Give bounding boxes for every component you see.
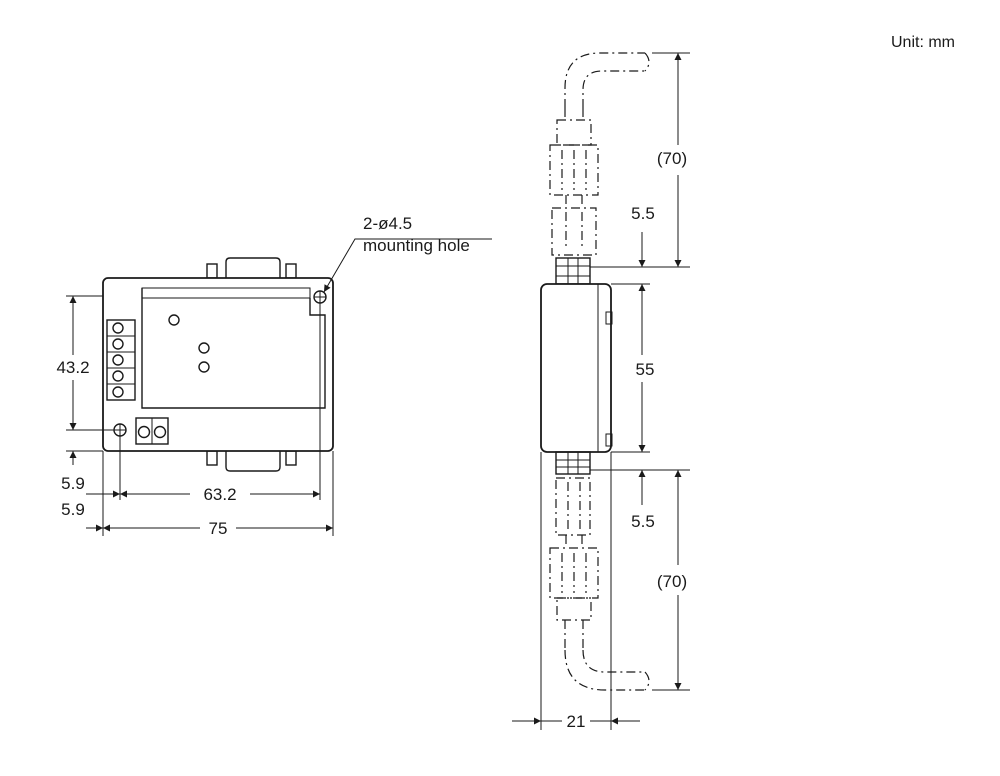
dim-cable-bottom-label: (70) [657, 572, 687, 591]
mounting-hole-icon [313, 290, 327, 304]
top-plug [555, 257, 591, 285]
dim-connector-top-label: 5.5 [631, 204, 655, 223]
front-view: 2-ø4.5 mounting hole 43.2 5.9 5.9 63.2 7… [56, 214, 492, 538]
side-body [540, 283, 612, 453]
led-indicator [168, 314, 180, 326]
top-cable [549, 52, 650, 256]
dim-offset-top-label: 5.9 [61, 474, 85, 493]
hole-label-line1: 2-ø4.5 [363, 214, 412, 233]
unit-label: Unit: mm [891, 34, 955, 51]
dim-body-height-label: 55 [636, 360, 655, 379]
led-indicator [198, 361, 210, 373]
terminal-block-left [106, 319, 136, 401]
led-indicator [198, 342, 210, 354]
mounting-hole-icon [113, 423, 127, 437]
terminal-block-bottom [135, 417, 169, 445]
side-view: (70) 5.5 55 5.5 (70) 21 [512, 52, 690, 731]
dim-width-label: 75 [209, 519, 228, 538]
bottom-connector [206, 450, 297, 472]
dim-offset-bottom-label: 5.9 [61, 500, 85, 519]
dim-hole-pitch-label: 63.2 [203, 485, 236, 504]
bottom-cable [549, 477, 650, 691]
dim-connector-bottom-label: 5.5 [631, 512, 655, 531]
front-body [102, 277, 334, 452]
dim-depth-label: 21 [567, 712, 586, 731]
top-connector [206, 257, 297, 279]
hole-label-line2: mounting hole [363, 236, 470, 255]
dim-cable-top-label: (70) [657, 149, 687, 168]
bottom-plug [555, 451, 591, 475]
dim-height-label: 43.2 [56, 358, 89, 377]
